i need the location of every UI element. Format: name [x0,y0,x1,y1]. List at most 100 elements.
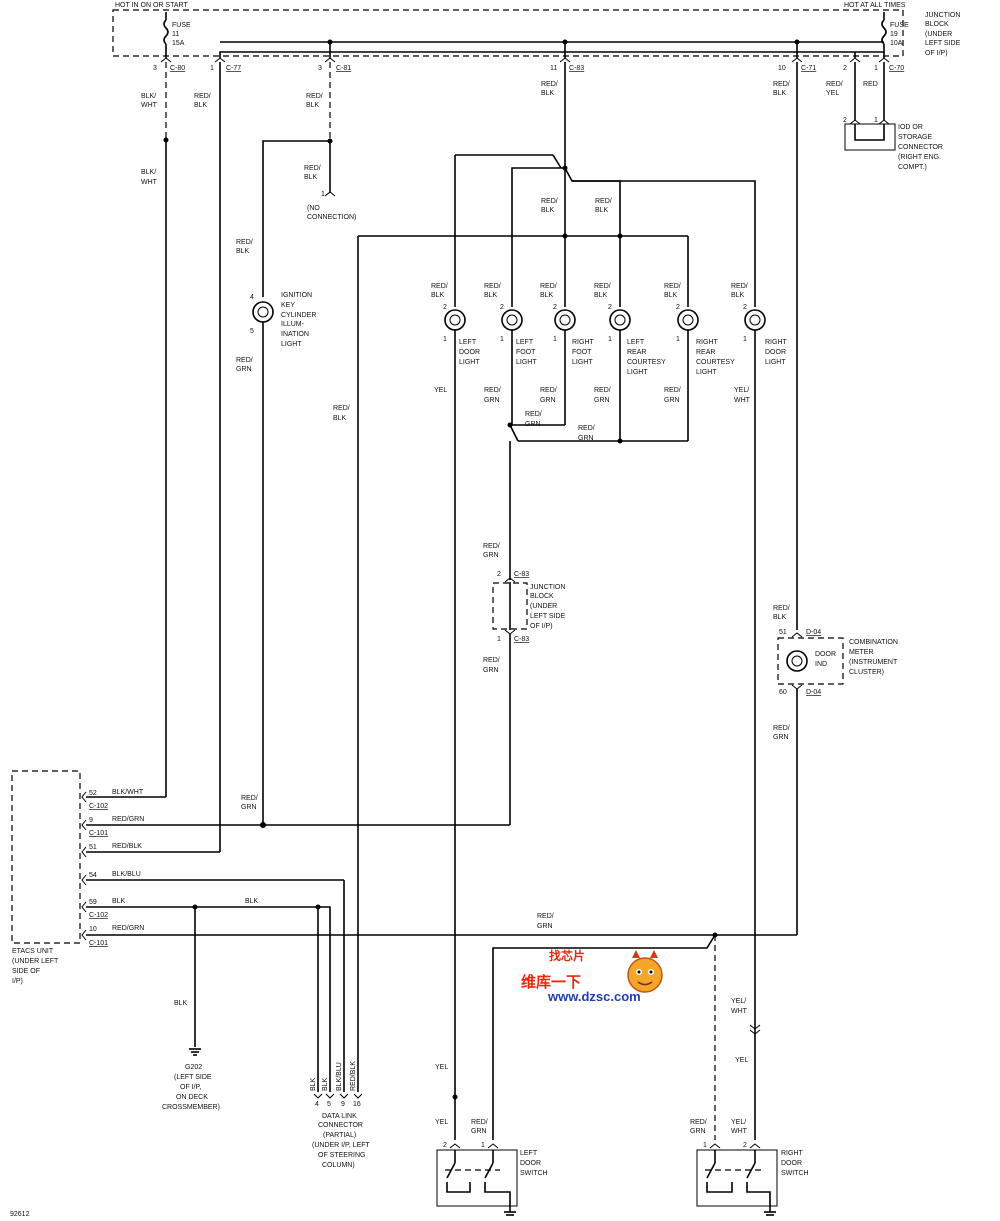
svg-text:DOOR: DOOR [815,651,836,658]
svg-text:BLK/WHT: BLK/WHT [112,789,144,796]
svg-text:1: 1 [703,1142,707,1149]
svg-text:RED/: RED/ [483,657,500,664]
svg-text:IND: IND [815,661,827,668]
svg-text:RED/: RED/ [690,1119,707,1126]
svg-text:RED/: RED/ [525,411,542,418]
figure-id: 92612 [10,1211,30,1218]
svg-text:C-70: C-70 [889,65,904,72]
svg-text:ILLUM-: ILLUM- [281,321,305,328]
svg-text:C-77: C-77 [226,65,241,72]
svg-text:C-83: C-83 [569,65,584,72]
fuse-19: FUSE 19 10A [881,12,909,47]
svg-text:BLK: BLK [333,415,347,422]
svg-text:(INSTRUMENT: (INSTRUMENT [849,659,898,666]
svg-text:YEL/: YEL/ [734,387,749,394]
svg-text:4: 4 [315,1101,319,1108]
svg-text:BLK: BLK [174,1000,188,1007]
svg-text:COURTESY: COURTESY [627,359,666,366]
svg-text:(UNDER: (UNDER [925,31,952,38]
etacs-unit: ETACS UNIT (UNDER LEFT SIDE OF I/P) 52 B… [11,770,144,985]
svg-text:2: 2 [497,571,501,578]
svg-text:RED/: RED/ [194,93,211,100]
svg-text:2: 2 [553,304,557,311]
svg-text:RED/: RED/ [773,725,790,732]
svg-text:DOOR: DOOR [781,1160,802,1167]
svg-text:OF I/P): OF I/P) [530,623,553,630]
svg-text:1: 1 [743,336,747,343]
svg-text:SWITCH: SWITCH [520,1170,548,1177]
svg-text:10: 10 [778,65,786,72]
svg-text:YEL: YEL [735,1057,748,1064]
svg-text:RED: RED [863,81,878,88]
svg-text:LIGHT: LIGHT [281,341,302,348]
svg-text:CLUSTER): CLUSTER) [849,669,884,676]
svg-text:RED/: RED/ [731,283,748,290]
svg-text:51: 51 [779,629,787,636]
svg-text:2: 2 [443,304,447,311]
svg-text:2: 2 [608,304,612,311]
svg-text:11: 11 [172,31,179,38]
svg-text:1: 1 [500,336,504,343]
svg-text:C-81: C-81 [336,65,351,72]
svg-text:INATION: INATION [281,331,309,338]
svg-text:COMBINATION: COMBINATION [849,639,898,646]
svg-text:KEY: KEY [281,302,295,309]
svg-text:LIGHT: LIGHT [696,369,717,376]
svg-text:GRN: GRN [773,734,789,741]
svg-text:RED/: RED/ [537,913,554,920]
svg-text:RED/GRN: RED/GRN [112,816,144,823]
svg-text:WHT: WHT [141,102,158,109]
svg-text:BLK: BLK [431,292,445,299]
svg-text:RED/: RED/ [540,387,557,394]
svg-text:GRN: GRN [483,667,499,674]
svg-text:3: 3 [318,65,322,72]
svg-text:BLK: BLK [664,292,678,299]
svg-text:LIGHT: LIGHT [627,369,648,376]
hot-all-times-label: HOT AT ALL TIMES [844,2,906,9]
svg-text:www.dzsc.com: www.dzsc.com [547,989,641,1004]
hot-on-start-label: HOT IN ON OR START [115,2,188,9]
svg-text:RED/: RED/ [541,198,558,205]
svg-text:11: 11 [550,65,557,72]
svg-text:3: 3 [153,65,157,72]
svg-text:1: 1 [608,336,612,343]
svg-text:2: 2 [500,304,504,311]
svg-text:RED/BLK: RED/BLK [112,843,142,850]
svg-text:WHT: WHT [141,179,158,186]
svg-text:YEL: YEL [435,1064,448,1071]
svg-text:BLK: BLK [484,292,498,299]
svg-text:C-71: C-71 [801,65,816,72]
svg-text:1: 1 [443,336,447,343]
svg-text:GRN: GRN [471,1128,487,1135]
svg-text:BLK: BLK [541,207,555,214]
svg-text:5: 5 [250,328,254,335]
svg-text:C-102: C-102 [89,803,108,810]
svg-text:RIGHT: RIGHT [765,339,788,346]
svg-text:BLK: BLK [594,292,608,299]
svg-text:BLK: BLK [236,248,250,255]
svg-text:RED/: RED/ [541,81,558,88]
svg-text:CONNECTION): CONNECTION) [307,214,356,221]
svg-text:GRN: GRN [664,397,680,404]
left-door-light: 21 RED/BLK LEFT DOOR LIGHT [431,283,480,366]
svg-text:BLK/BLU: BLK/BLU [112,871,141,878]
svg-text:GRN: GRN [578,435,594,442]
svg-text:STORAGE: STORAGE [898,134,932,141]
svg-text:C-102: C-102 [89,912,108,919]
svg-text:9: 9 [341,1101,345,1108]
svg-text:RED/: RED/ [578,425,595,432]
svg-text:1: 1 [676,336,680,343]
svg-text:4: 4 [250,294,254,301]
svg-text:9: 9 [89,817,93,824]
svg-text:BLK/: BLK/ [141,169,156,176]
svg-text:REAR: REAR [696,349,715,356]
svg-text:GRN: GRN [540,397,556,404]
svg-text:BLK: BLK [310,1077,317,1091]
svg-text:D-04: D-04 [806,629,821,636]
svg-text:(LEFT SIDE: (LEFT SIDE [174,1074,212,1081]
svg-text:RED/: RED/ [471,1119,488,1126]
svg-text:LEFT SIDE: LEFT SIDE [925,40,961,47]
svg-text:RED/: RED/ [826,81,843,88]
svg-text:RED/: RED/ [594,387,611,394]
